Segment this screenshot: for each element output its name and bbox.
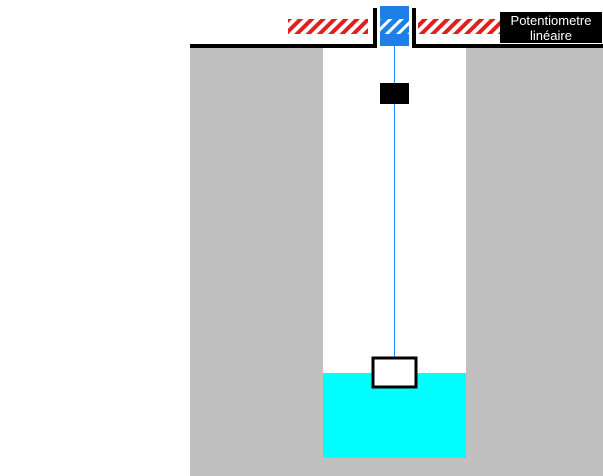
counterweight [380,83,409,104]
tank-bottom [323,458,466,476]
float [371,356,418,389]
potentiometer-label-line1: Potentiometre [510,12,592,28]
potentiometer-track-left [288,19,368,34]
left-tank-wall [190,46,323,476]
potentiometer-label-line2: linéaire [530,27,572,43]
slider-hatch [380,19,409,34]
right-tank-wall [466,46,603,476]
potentiometer-label: Potentiometre linéaire [500,12,602,43]
potentiometer-track-right [418,19,500,34]
